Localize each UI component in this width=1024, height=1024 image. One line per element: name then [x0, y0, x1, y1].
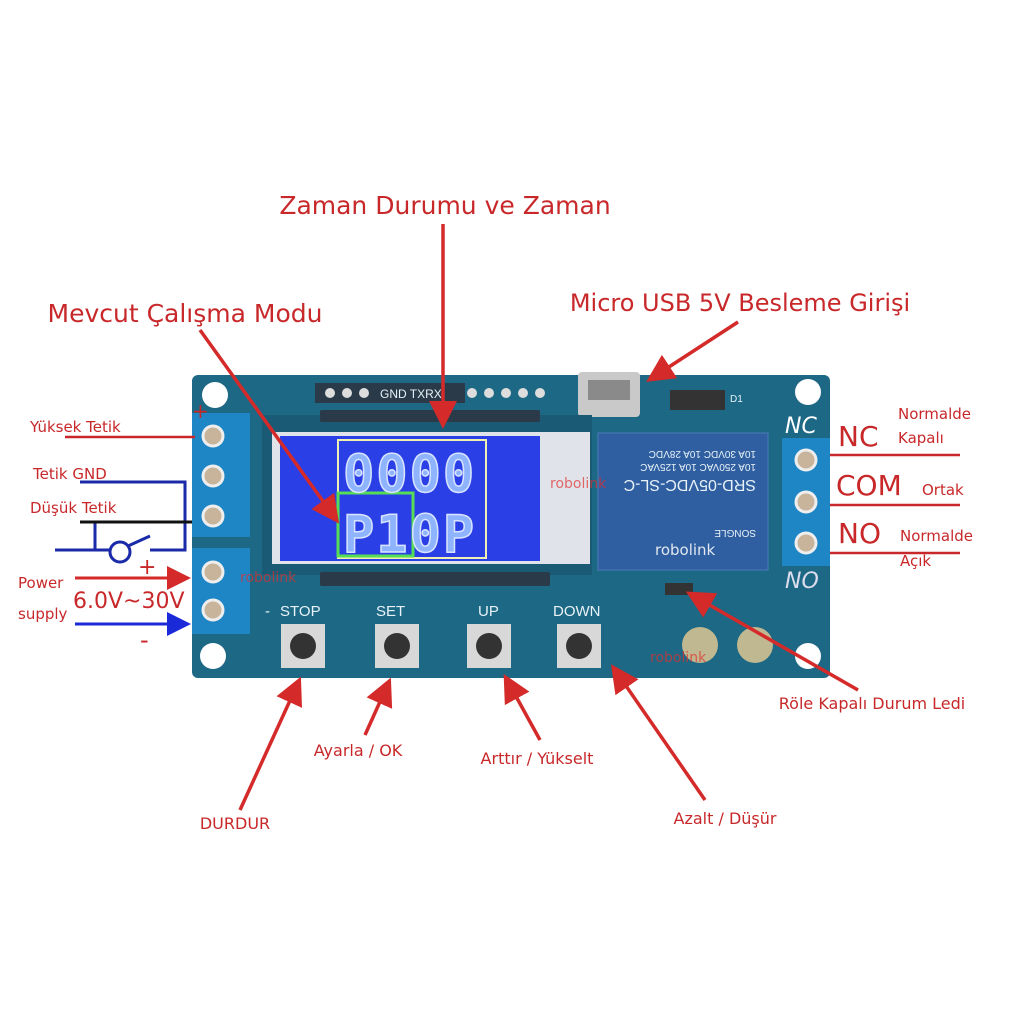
plus-sign: +	[192, 399, 209, 423]
header-label: GND TXRX	[380, 387, 442, 401]
diode	[670, 390, 725, 410]
power-label: Power	[18, 574, 64, 592]
title-time-status: Zaman Durumu ve Zaman	[279, 191, 610, 220]
nc-desc: Kapalı	[898, 429, 944, 447]
display-time: 0000	[343, 445, 476, 505]
display-mode: P10P	[343, 505, 476, 565]
relay-model: SRD-05VDC-SL-C	[624, 476, 756, 493]
low-trigger-label: Düşük Tetik	[30, 499, 117, 517]
stop-button[interactable]	[281, 624, 325, 668]
plus-sign: +	[138, 555, 156, 580]
high-trigger-label: Yüksek Tetik	[29, 418, 121, 436]
board-no-label: NO	[785, 569, 819, 594]
mount-hole	[202, 382, 228, 408]
watermark: robolink	[650, 650, 707, 666]
mode-highlight	[336, 491, 415, 558]
board-minus: -	[265, 603, 270, 620]
capacitor	[682, 627, 718, 663]
relay-brand: SONGLE	[714, 527, 756, 538]
com-desc: Ortak	[922, 481, 964, 499]
relay	[597, 432, 769, 571]
nc-desc: Normalde	[898, 405, 971, 423]
board-set-label: SET	[376, 603, 405, 620]
watermark: robolink	[655, 541, 716, 559]
board-up-label: UP	[478, 603, 499, 620]
label-down: Azalt / Düşür	[674, 809, 777, 828]
board-down-label: DOWN	[553, 603, 601, 620]
label-current-mode: Mevcut Çalışma Modu	[48, 299, 323, 328]
mount-hole	[795, 643, 821, 669]
annotation-arrows	[198, 224, 859, 811]
nc-label: NC	[838, 420, 879, 453]
label-relay-led: Röle Kapalı Durum Ledi	[779, 694, 965, 713]
label-set: Ayarla / OK	[314, 741, 403, 760]
switch-icon	[108, 540, 132, 564]
label-usb: Micro USB 5V Besleme Girişi	[570, 289, 910, 317]
no-desc: Normalde	[900, 527, 973, 545]
switch-wiring	[55, 480, 187, 564]
pcb-board: GND TXRX D1 0000 P10P SRD-05VDC-SL-C 10A…	[192, 372, 830, 678]
power-terminal-block	[192, 548, 250, 634]
mount-hole	[200, 643, 226, 669]
relay-led	[665, 583, 693, 595]
down-button[interactable]	[557, 624, 601, 668]
mount-hole	[795, 379, 821, 405]
board-stop-label: STOP	[280, 603, 321, 620]
com-label: COM	[836, 469, 902, 502]
relay-rating: 10A 250VAC 10A 125VAC	[640, 461, 756, 472]
supply-label: supply	[18, 605, 68, 623]
label-stop: DURDUR	[200, 814, 270, 833]
set-button[interactable]	[375, 624, 419, 668]
voltage-label: 6.0V~30V	[73, 589, 185, 614]
board-nc-label: NC	[785, 414, 817, 439]
watermark: robolink	[240, 570, 297, 586]
label-up: Arttır / Yükselt	[481, 749, 594, 768]
no-label: NO	[838, 517, 881, 550]
relay-rating: 10A 30VDC 10A 28VDC	[649, 448, 756, 459]
no-desc: Açık	[900, 552, 931, 570]
trigger-gnd-label: Tetik GND	[32, 465, 107, 483]
diode-label: D1	[730, 394, 743, 405]
up-button[interactable]	[467, 624, 511, 668]
minus-sign: -	[140, 626, 149, 654]
watermark: robolink	[550, 476, 607, 492]
pin-header	[315, 383, 465, 403]
